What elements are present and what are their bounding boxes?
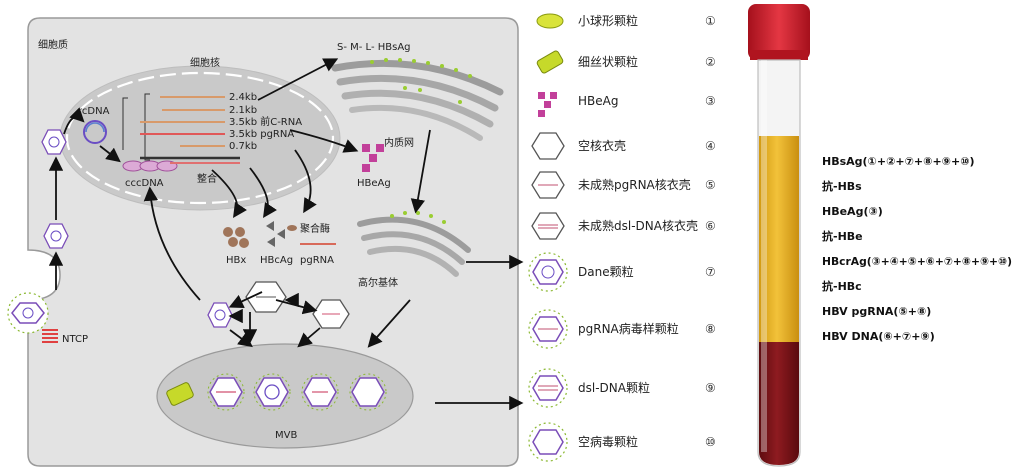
rna-band-2-1kb: 2.1kb — [229, 105, 257, 116]
rcdna-label: rcDNA — [78, 106, 110, 117]
legend-item-8: pgRNA病毒样颗粒 ⑧ — [529, 310, 716, 348]
legend-item-5: 未成熟pgRNA核衣壳 ⑤ — [532, 172, 716, 198]
pgrna-vlp-icon — [529, 310, 567, 348]
integration-label: 整合 — [197, 172, 217, 185]
legend-label: 未成熟dsl-DNA核衣壳 — [578, 218, 698, 233]
filament-icon — [536, 50, 564, 74]
er-label: 内质网 — [384, 136, 414, 149]
legend-num: ⑧ — [705, 322, 716, 336]
legend-label: pgRNA病毒样颗粒 — [578, 321, 679, 336]
entering-virus — [8, 293, 48, 333]
legend-label: 空病毒颗粒 — [578, 434, 638, 449]
marker-anti-hbe: 抗-HBe — [822, 229, 863, 243]
legend-num: ⑤ — [705, 178, 716, 192]
dane-particle-icon — [529, 253, 567, 291]
marker-hbv-dna: HBV DNA(⑥+⑦+⑨) — [822, 330, 935, 343]
rna-band-prec: 3.5kb 前C-RNA — [229, 115, 302, 128]
legend-item-6: 未成熟dsl-DNA核衣壳 ⑥ — [532, 213, 716, 239]
legend-item-2: 细丝状颗粒 ② — [536, 50, 716, 74]
marker-pgrna: HBV pgRNA(⑤+⑧) — [822, 305, 931, 318]
hbeag-cell-label: HBeAg — [357, 178, 391, 189]
legend-label: dsl-DNA颗粒 — [578, 380, 650, 395]
legend-label: 细丝状颗粒 — [578, 54, 638, 69]
marker-hbeag: HBeAg(③) — [822, 205, 883, 218]
legend-item-4: 空核衣壳 ④ — [532, 133, 716, 159]
legend-num: ⑥ — [705, 219, 716, 233]
legend-label: HBeAg — [578, 94, 618, 108]
mvb: MVB — [157, 344, 413, 448]
legend-num: ① — [705, 14, 716, 28]
legend-item-10: 空病毒颗粒 ⑩ — [529, 423, 716, 461]
marker-hbsag: HBsAg(①+②+⑦+⑧+⑨+⑩) — [822, 155, 975, 168]
serum-markers: HBsAg(①+②+⑦+⑧+⑨+⑩) 抗-HBs HBeAg(③) 抗-HBe … — [822, 155, 1012, 343]
legend-item-1: 小球形颗粒 ① — [537, 13, 716, 28]
hbsag-label: S- M- L- HBsAg — [337, 42, 411, 53]
ntcp-label: NTCP — [62, 334, 88, 345]
marker-anti-hbs: 抗-HBs — [822, 179, 862, 193]
legend-label: 小球形颗粒 — [578, 13, 638, 28]
legend-item-3: HBeAg ③ — [538, 92, 716, 117]
legend-label: Dane颗粒 — [578, 264, 634, 279]
legend: 小球形颗粒 ① 细丝状颗粒 ② HBeAg ③ 空核衣壳 ④ 未 — [529, 13, 716, 461]
hbcag-label: HBcAg — [260, 255, 293, 266]
legend-num: ② — [705, 55, 716, 69]
cytoplasm-label: 细胞质 — [38, 38, 68, 51]
rna-band-2-4kb: 2.4kb — [229, 92, 257, 103]
legend-item-7: Dane颗粒 ⑦ — [529, 253, 716, 291]
legend-num: ⑨ — [705, 381, 716, 395]
rna-band-pgrna: 3.5kb pgRNA — [229, 129, 294, 140]
dsl-dna-particle-icon — [529, 369, 567, 407]
empty-virion-icon — [529, 423, 567, 461]
legend-label: 未成熟pgRNA核衣壳 — [578, 177, 691, 192]
marker-anti-hbc: 抗-HBc — [822, 279, 862, 293]
legend-num: ⑦ — [705, 265, 716, 279]
golgi-label: 高尔基体 — [358, 276, 398, 289]
pgrna-cell-label: pgRNA — [300, 255, 334, 266]
blood-tube — [748, 4, 810, 466]
marker-hbcrag: HBcrAg(③+④+⑤+⑥+⑦+⑧+⑨+⑩) — [822, 255, 1012, 268]
nucleus-label: 细胞核 — [190, 56, 220, 69]
legend-item-9: dsl-DNA颗粒 ⑨ — [529, 369, 716, 407]
mvb-label: MVB — [275, 430, 297, 441]
empty-capsid-icon — [532, 133, 564, 159]
dsl-dna-capsid-icon — [532, 213, 564, 239]
cccdna-label: cccDNA — [125, 178, 164, 189]
rna-band-0-7kb: 0.7kb — [229, 141, 257, 152]
legend-num: ③ — [705, 94, 716, 108]
hbx-label: HBx — [226, 255, 246, 266]
legend-num: ④ — [705, 139, 716, 153]
legend-num: ⑩ — [705, 435, 716, 449]
polymerase-label: 聚合酶 — [300, 222, 330, 235]
legend-label: 空核衣壳 — [578, 138, 626, 153]
small-sphere-icon — [537, 14, 563, 28]
hbeag-icon — [538, 92, 557, 117]
